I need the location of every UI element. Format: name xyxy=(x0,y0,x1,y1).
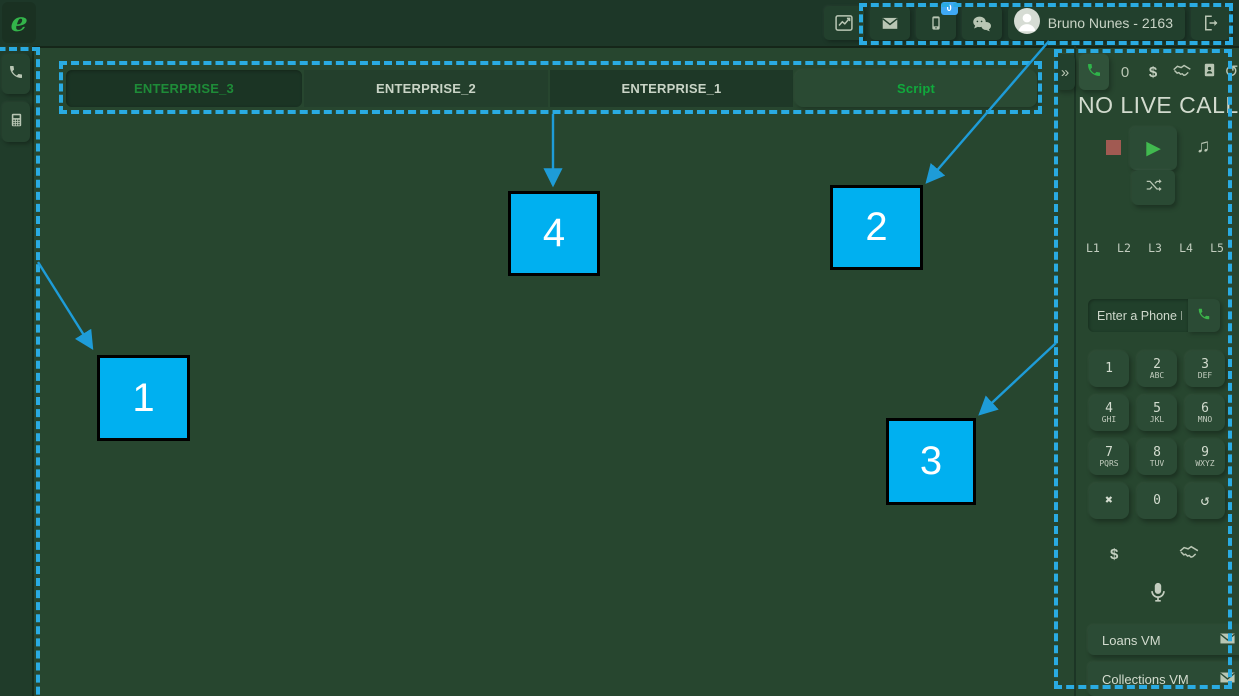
collections-vm-button[interactable]: Collections VM xyxy=(1088,662,1239,696)
logout-button[interactable] xyxy=(1191,6,1231,40)
handshake-icon xyxy=(1172,63,1192,82)
microphone-icon[interactable] xyxy=(1147,580,1169,611)
phone-number-input[interactable] xyxy=(1088,299,1188,332)
dollar-icon: $ xyxy=(1148,63,1158,81)
line-l3[interactable]: L3 xyxy=(1148,241,1162,255)
address-book-icon xyxy=(1202,61,1217,83)
play-icon: ▶ xyxy=(1146,138,1161,159)
dial-call-button[interactable] xyxy=(1188,299,1220,332)
annotation-arrow-1 xyxy=(36,261,94,351)
history-icon: ↺ xyxy=(1224,62,1239,81)
line-selector: L1 L2 L3 L4 L5 xyxy=(1086,241,1224,255)
dial-input-group xyxy=(1088,299,1220,332)
line-l4[interactable]: L4 xyxy=(1179,241,1193,255)
stats-button[interactable] xyxy=(823,6,864,40)
shuffle-button[interactable] xyxy=(1132,170,1175,205)
chat-bubbles-icon xyxy=(972,15,992,32)
dollar-icon[interactable]: $ xyxy=(1110,546,1119,563)
user-name-label: Bruno Nunes - 2163 xyxy=(1047,15,1173,31)
left-sidebar xyxy=(0,46,34,696)
annotation-number-3: 3 xyxy=(886,418,976,505)
phone-icon xyxy=(1086,62,1102,82)
tab-label: Script xyxy=(896,81,936,96)
panel-tab-payments[interactable]: $ xyxy=(1141,54,1165,90)
keypad-key-0[interactable]: 0 xyxy=(1137,483,1177,519)
user-menu[interactable]: Bruno Nunes - 2163 xyxy=(1007,6,1185,40)
mobile-phone-icon xyxy=(928,13,944,33)
top-bar: e xyxy=(0,0,1239,48)
phone-icon xyxy=(1197,307,1211,324)
panel-collapse-button[interactable]: » xyxy=(1055,54,1075,90)
vm-label: Collections VM xyxy=(1102,671,1189,687)
envelope-icon xyxy=(1219,671,1236,687)
annotation-number-2: 2 xyxy=(830,185,923,270)
tab-enterprise-3[interactable]: ENTERPRISE_3 xyxy=(66,70,302,107)
tab-label: ENTERPRISE_1 xyxy=(621,81,722,96)
line-l2[interactable]: L2 xyxy=(1117,241,1131,255)
tab-enterprise-1[interactable]: ENTERPRISE_1 xyxy=(550,70,793,107)
right-panel-divider xyxy=(1074,46,1076,696)
line-l1[interactable]: L1 xyxy=(1086,241,1100,255)
sign-out-icon xyxy=(1202,14,1220,32)
messages-button[interactable] xyxy=(869,6,910,40)
annotation-arrow-2 xyxy=(925,40,1050,184)
app-logo[interactable]: e xyxy=(2,2,36,43)
envelope-icon xyxy=(881,15,899,31)
avatar xyxy=(1013,7,1040,39)
annotation-number-1: 1 xyxy=(97,355,190,441)
keypad-key-undo[interactable]: ↺ xyxy=(1185,483,1225,519)
music-note-icon[interactable]: ♫ xyxy=(1196,136,1211,157)
missed-calls-badge: 0 xyxy=(940,2,958,15)
calls-button[interactable]: 0 xyxy=(915,2,958,40)
panel-tab-deals[interactable] xyxy=(1168,54,1196,90)
chart-line-icon xyxy=(834,13,854,33)
loans-vm-button[interactable]: Loans VM xyxy=(1088,625,1239,655)
keypad-key-clear[interactable]: ✖ xyxy=(1089,483,1129,519)
annotation-number-4: 4 xyxy=(508,191,600,276)
vm-label: Loans VM xyxy=(1102,632,1161,648)
stop-button[interactable] xyxy=(1106,140,1121,155)
quick-actions-row: $ xyxy=(1110,544,1200,565)
keypad-key-1[interactable]: 1 xyxy=(1089,351,1129,387)
panel-tab-history[interactable]: ↺ xyxy=(1224,54,1239,90)
call-status-label: NO LIVE CALL xyxy=(1078,92,1239,118)
sidebar-phone-button[interactable] xyxy=(2,54,30,94)
chat-button[interactable] xyxy=(961,6,1002,40)
calculator-icon xyxy=(9,111,24,134)
phone-icon xyxy=(8,64,24,85)
sidebar-calculator-button[interactable] xyxy=(2,102,30,142)
line-l5[interactable]: L5 xyxy=(1210,241,1224,255)
tab-label: ENTERPRISE_2 xyxy=(376,81,476,96)
envelope-icon xyxy=(1219,632,1236,648)
panel-tab-contacts[interactable] xyxy=(1197,54,1221,90)
tab-label: ENTERPRISE_3 xyxy=(134,81,234,96)
shuffle-icon xyxy=(1145,177,1163,198)
play-button[interactable]: ▶ xyxy=(1130,127,1177,170)
panel-tab-dialer[interactable] xyxy=(1079,54,1109,90)
app-logo-icon: e xyxy=(9,7,29,38)
annotation-arrow-3 xyxy=(978,342,1057,416)
top-toolbar: 0 Brun xyxy=(823,2,1231,41)
tab-script[interactable]: Script xyxy=(795,70,1037,107)
handshake-icon[interactable] xyxy=(1178,544,1200,565)
tab-enterprise-2[interactable]: ENTERPRISE_2 xyxy=(304,70,548,107)
panel-call-counter: 0 xyxy=(1120,63,1130,81)
